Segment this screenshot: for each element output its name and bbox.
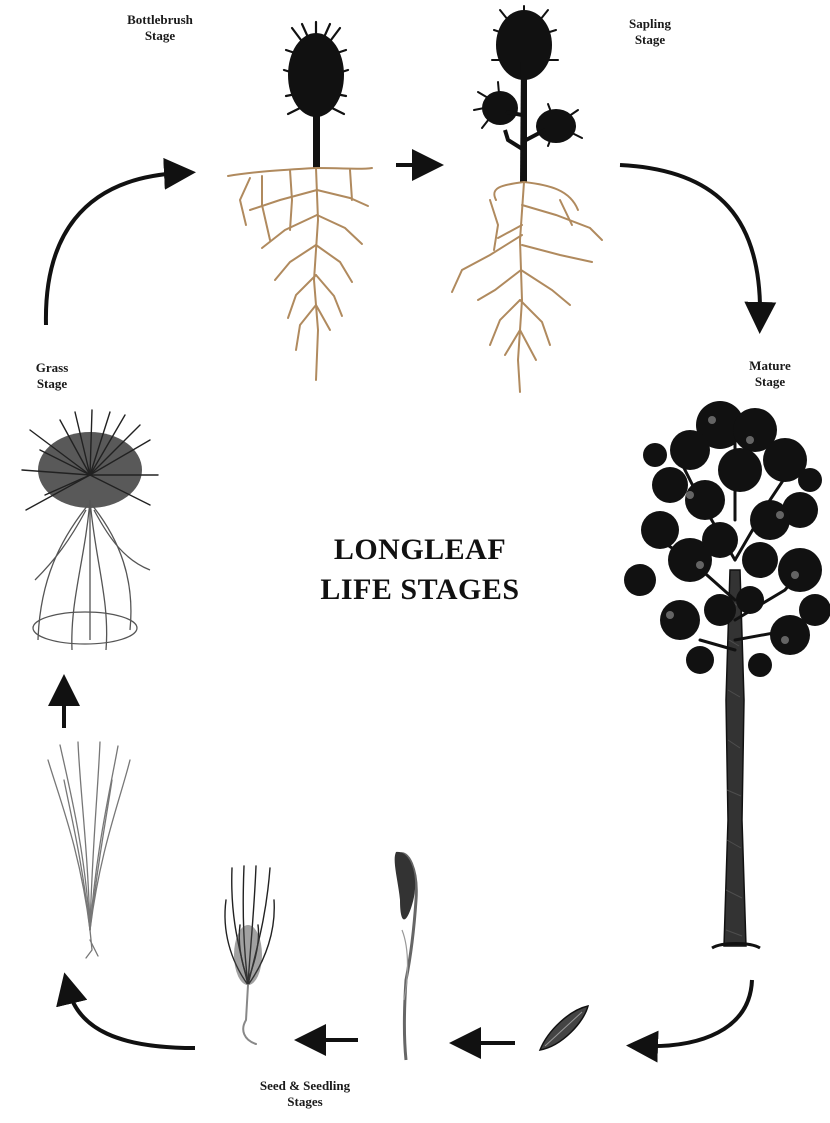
bottlebrush-tree-illustration [228, 22, 372, 380]
sapling-stage-label: Sapling Stage [610, 16, 690, 48]
sprouting-seed-illustration [395, 852, 417, 1060]
bottlebrush-stage-label: Bottlebrush Stage [105, 12, 215, 44]
seed-seedling-stage-label: Seed & Seedling Stages [235, 1078, 375, 1110]
seed-label-line2: Stages [235, 1094, 375, 1110]
arrow-sapling-to-mature [620, 165, 760, 318]
sapling-label-line2: Stage [610, 32, 690, 48]
mature-stage-label: Mature Stage [730, 358, 810, 390]
grass-stage-illustration [22, 410, 158, 650]
bottlebrush-label-line2: Stage [105, 28, 215, 44]
seed-label-line1: Seed & Seedling [235, 1078, 375, 1094]
sapling-label-line1: Sapling [610, 16, 690, 32]
arrow-grass-to-bottlebrush [46, 173, 180, 325]
title-line2: LIFE STAGES [240, 570, 600, 610]
arrow-mature-to-seed [642, 980, 752, 1046]
bottlebrush-label-line1: Bottlebrush [105, 12, 215, 28]
grass-label-line1: Grass [14, 360, 90, 376]
diagram-title: LONGLEAF LIFE STAGES [240, 530, 600, 610]
mature-tree-illustration [624, 401, 830, 948]
arrow-seedling-to-young [68, 988, 195, 1048]
title-line1: LONGLEAF [240, 530, 600, 570]
sapling-tree-illustration [452, 6, 602, 392]
grass-label-line2: Stage [14, 376, 90, 392]
mature-label-line2: Stage [730, 374, 810, 390]
mature-label-line1: Mature [730, 358, 810, 374]
grass-stage-label: Grass Stage [14, 360, 90, 392]
seedling-illustration [225, 866, 274, 1044]
seed-illustration [540, 1006, 588, 1050]
young-seedling-illustration [48, 742, 130, 958]
